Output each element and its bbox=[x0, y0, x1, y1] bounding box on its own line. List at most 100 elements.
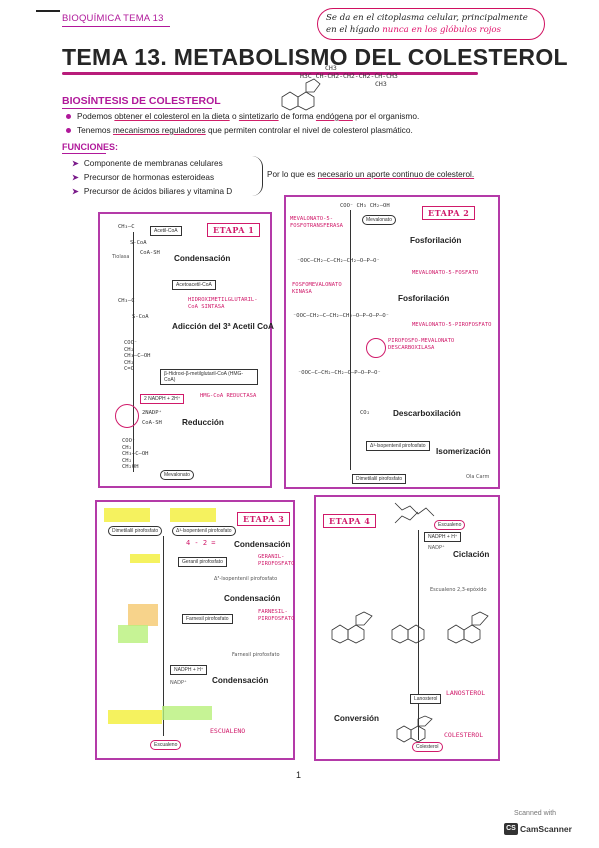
enzyme-3-note: PIROFOSFO-MEVALONATO DESCARBOXILASA bbox=[388, 338, 455, 351]
funcion-item: ➤ Precursor de hormonas esteroideas bbox=[72, 172, 214, 182]
dmapp-box: Dimetilalil pirofosfato bbox=[352, 474, 407, 484]
arrow-icon: ➤ bbox=[72, 173, 79, 182]
farnesyl-box: Farnesil pirofosfato bbox=[182, 614, 233, 624]
camscanner-logo-icon: CS bbox=[504, 822, 518, 835]
b1-mid2: de forma bbox=[278, 111, 316, 121]
highlight bbox=[104, 508, 150, 522]
ipp-label-3: Δ³-Isopentenil pirofosfato bbox=[214, 576, 278, 582]
enzyme-1-note: MEVALONATO-5-FOSFOTRANSFERASA bbox=[290, 216, 343, 229]
arrow-icon: ➤ bbox=[72, 187, 79, 196]
farnesyl-label-2: Farnesil pirofosfato bbox=[232, 652, 280, 658]
pathway-line bbox=[163, 536, 164, 736]
brace bbox=[252, 156, 263, 196]
acetoacetyl-coa-box: Acetoacetil-CoA bbox=[172, 280, 216, 290]
page-number: 1 bbox=[296, 770, 302, 780]
hmg-synthase-note: HIDROXIMETILGLUTARIL-CoA SINTASA bbox=[188, 297, 258, 310]
nadph-box-4: NADPH + H⁺ bbox=[424, 532, 462, 542]
etapa3-step-condensacion-2: Condensación bbox=[224, 594, 281, 603]
etapa4-step-conversion: Conversión bbox=[334, 714, 380, 723]
pathway-line bbox=[133, 232, 134, 472]
header-tag-text: BIOQUÍMICA TEMA 13 bbox=[62, 13, 164, 24]
bullet-obtain: Podemos obtener el colesterol en la diet… bbox=[66, 111, 419, 121]
tiolasa-label: Tiolasa bbox=[112, 254, 130, 260]
formula-line3: CH3 bbox=[375, 80, 387, 88]
etapa3-step-condensacion-1: Condensación bbox=[234, 540, 291, 549]
colesterol-box: Colesterol bbox=[412, 742, 443, 752]
chem-text: ⁻OOC–CH₂–C–CH₂–CH₂–O–P–O⁻ bbox=[297, 258, 380, 264]
corner-mark bbox=[36, 10, 60, 12]
coash-1: CoA-SH bbox=[140, 250, 160, 256]
chem-text: CH₃–C bbox=[118, 298, 135, 304]
lanosterol-box: Lanosterol bbox=[410, 694, 442, 704]
chem-text: ⁻OOC–CH₂–C–CH₂–CH₂–O–P–O–P–O⁻ bbox=[293, 313, 390, 319]
etapa3-step-condensacion-3: Condensación bbox=[212, 676, 269, 685]
chem-text: CH₃–C bbox=[118, 224, 135, 230]
panel-etapa-2 bbox=[284, 195, 500, 489]
funcion-item: ➤ Componente de membranas celulares bbox=[72, 158, 223, 168]
note-line1-b: , principalmente bbox=[456, 13, 528, 23]
hmg-coa-box: β-Hidroxi-β-metilglutaril-CoA (HMG-CoA) bbox=[160, 369, 258, 385]
conclusion-pre: Por lo que es bbox=[267, 170, 318, 179]
formula-line1: CH3 bbox=[325, 64, 337, 72]
highlight bbox=[108, 710, 162, 724]
camscanner-name: CamScanner bbox=[520, 823, 572, 834]
product-2-note: MEVALONATO-5-PIROFOSFATO bbox=[412, 322, 492, 328]
bullet-dot bbox=[66, 114, 71, 120]
product-1-note: MEVALONATO-5-FOSFATO bbox=[412, 270, 479, 276]
funcion-text: Precursor de hormonas esteroideas bbox=[83, 173, 215, 182]
hmg-reductase-note: HMG-CoA REDUCTASA bbox=[200, 393, 257, 399]
section-biosintesis-heading: BIOSÍNTESIS DE COLESTEROL bbox=[62, 95, 221, 107]
arrow-icon: ➤ bbox=[72, 159, 79, 168]
etapa2-step-descarboxilacion: Descarboxilación bbox=[393, 409, 461, 418]
ipp-box-3: Δ³-Isopentenil pirofosfato bbox=[172, 526, 236, 536]
nadph-box: 2 NADPH + 2H⁺ bbox=[140, 394, 185, 404]
highlight-green bbox=[118, 625, 148, 643]
coash-2: CoA-SH bbox=[142, 420, 162, 426]
note-line2-a: en el hígado bbox=[326, 25, 380, 35]
cholesterol-side-chain: CH3 H3C CH-CH2-CH2-CH2-CH-CH3 CH3 bbox=[300, 64, 398, 88]
b1-pre: Podemos bbox=[77, 111, 115, 121]
nadp-label-3: NADP⁺ bbox=[170, 680, 187, 686]
section-biosintesis-underline bbox=[62, 108, 212, 110]
sterol-ring-sketch bbox=[281, 78, 321, 111]
chem-text: S-CoA bbox=[132, 314, 149, 320]
highlight-green bbox=[162, 706, 212, 720]
lanosterol-note: LANOSTEROL bbox=[446, 689, 486, 697]
b1-u3: endógena bbox=[315, 111, 353, 121]
b1-post: por el organismo. bbox=[352, 111, 420, 121]
handwritten-note: Se da en el citoplasma celular, principa… bbox=[317, 8, 545, 40]
b1-u1: obtener el colesterol en la dieta bbox=[114, 111, 230, 121]
co2-label: CO₂ bbox=[360, 410, 370, 416]
formula-line2: H3C CH-CH2-CH2-CH2-CH-CH3 bbox=[300, 72, 398, 80]
farnesil-note: FARNESIL-PIROFOSFATO bbox=[258, 609, 295, 622]
nadp-label-4: NADP⁺ bbox=[428, 545, 445, 551]
sterol-intermediates bbox=[331, 611, 489, 644]
b2-pre: Tenemos bbox=[77, 125, 113, 135]
dmapp-box-3: Dimetilalil pirofosfato bbox=[108, 526, 163, 536]
count-note: 4 - 2 = bbox=[186, 539, 216, 547]
funciones-heading: FUNCIONES: bbox=[62, 142, 118, 152]
page-title: TEMA 13. METABOLISMO DEL COLESTEROL bbox=[62, 44, 568, 70]
enzyme-2-note: FOSFOMEVALONATO KINASA bbox=[292, 282, 342, 295]
funcion-text: Componente de membranas celulares bbox=[83, 159, 223, 168]
ipp-box: Δ³-Isopentenil pirofosfato bbox=[366, 441, 430, 451]
panel-etapa-4 bbox=[314, 495, 500, 761]
nadp-label: 2NADP⁺ bbox=[142, 410, 162, 416]
etapa1-step-adicion: Adicción del 3ª Acetil CoA bbox=[172, 322, 274, 331]
etapa-2-badge: ETAPA 2 bbox=[422, 206, 476, 220]
header-tag: BIOQUÍMICA TEMA 13 bbox=[62, 13, 170, 28]
geranil-note: GERANIL-PIROFOSFATO bbox=[258, 554, 295, 567]
cholesterol-structure bbox=[396, 715, 433, 743]
note-line2-b: nunca en los glóbulos rojos bbox=[382, 25, 501, 35]
etapa2-step-fosforilacion-1: Fosforilación bbox=[410, 236, 462, 245]
header-tag-underline bbox=[62, 26, 170, 28]
bullet-dot bbox=[66, 128, 71, 134]
b1-u2: sintetizarlo bbox=[238, 111, 279, 121]
funciones-underline bbox=[62, 153, 106, 155]
etapa4-step-ciclacion: Ciclación bbox=[453, 550, 490, 559]
etapa-4-badge: ETAPA 4 bbox=[323, 514, 377, 528]
title-underline bbox=[62, 72, 478, 75]
